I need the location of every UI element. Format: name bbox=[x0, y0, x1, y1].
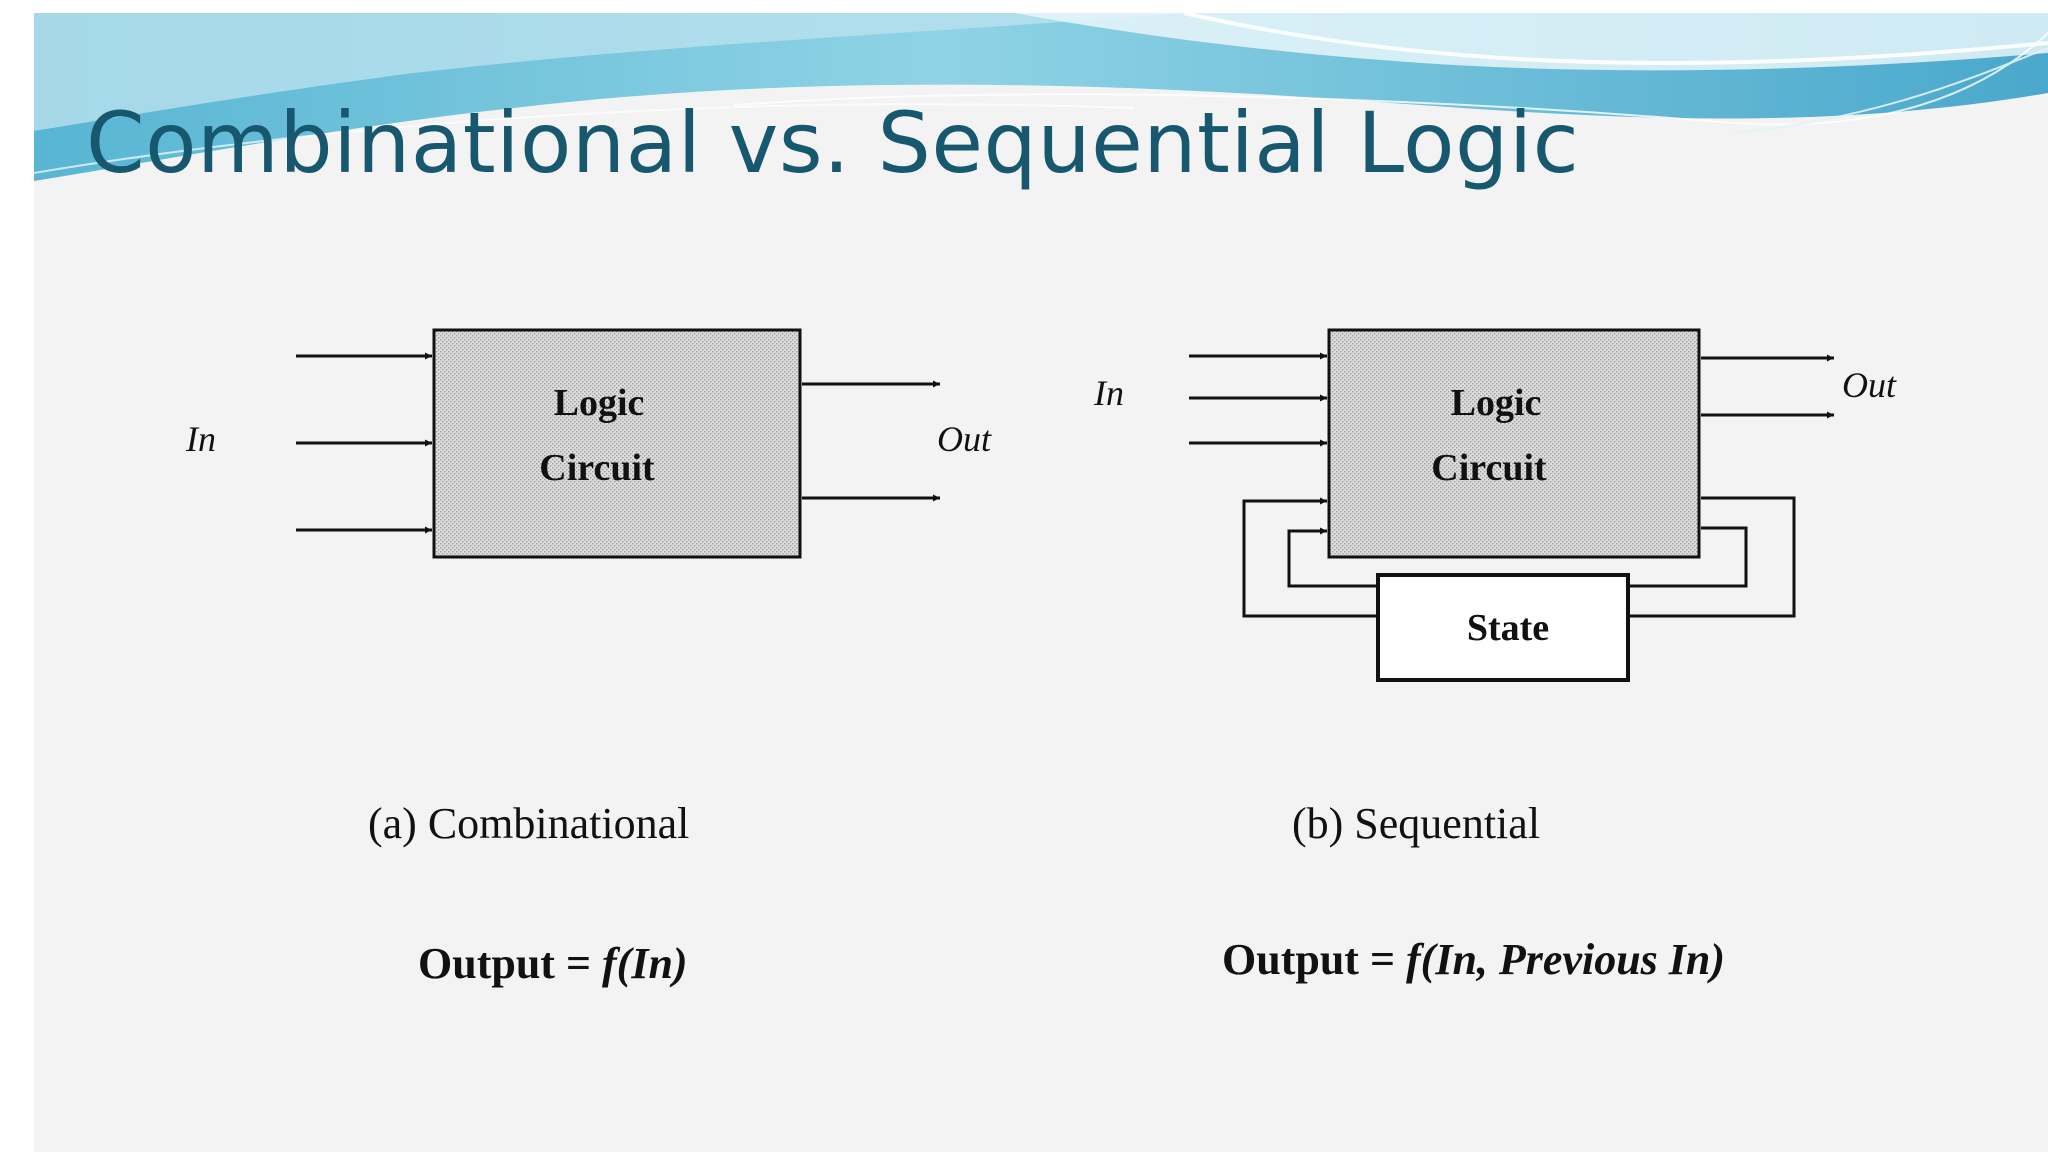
sequential-box-line1: Logic bbox=[1451, 382, 1542, 424]
state-feedback-loops bbox=[1242, 496, 1796, 618]
combinational-out-label: Out bbox=[937, 419, 992, 459]
combinational-caption: (a) Combinational bbox=[368, 799, 690, 848]
sequential-input-arrows bbox=[1189, 352, 1327, 447]
sequential-logic-box bbox=[1327, 328, 1701, 559]
combinational-logic-box bbox=[432, 328, 802, 559]
sequential-diagram: Logic Circuit State In Out bbox=[1093, 328, 1897, 682]
sequential-output-arrows bbox=[1701, 354, 1834, 419]
combinational-formula-lhs: Output = bbox=[418, 939, 603, 988]
combinational-input-arrows bbox=[296, 352, 432, 534]
sequential-formula-rhs: f(In, Previous In) bbox=[1406, 935, 1726, 984]
slide: Combinational vs. Sequential Logic Logic… bbox=[34, 13, 2048, 1152]
state-label: State bbox=[1467, 607, 1549, 649]
header-wave-decoration bbox=[34, 13, 2048, 181]
combinational-formula-rhs: f(In) bbox=[602, 939, 688, 988]
combinational-box-line2: Circuit bbox=[539, 447, 655, 489]
sequential-caption: (b) Sequential bbox=[1292, 799, 1541, 848]
logic-diagram: Logic Circuit In Out Logic Circuit State bbox=[185, 328, 1897, 682]
sequential-out-label: Out bbox=[1842, 365, 1897, 405]
combinational-in-label: In bbox=[185, 419, 216, 459]
sequential-box-line2: Circuit bbox=[1431, 447, 1547, 489]
combinational-output-arrows bbox=[802, 380, 940, 502]
slide-title: Combinational vs. Sequential Logic bbox=[86, 94, 1580, 192]
combinational-diagram: Logic Circuit In Out bbox=[185, 328, 992, 559]
combinational-formula: Output = f(In) bbox=[418, 938, 688, 989]
state-box bbox=[1376, 573, 1630, 682]
combinational-box-line1: Logic bbox=[554, 382, 645, 424]
sequential-formula-lhs: Output = bbox=[1222, 935, 1407, 984]
sequential-formula: Output = f(In, Previous In) bbox=[1222, 934, 1725, 985]
sequential-in-label: In bbox=[1093, 373, 1124, 413]
